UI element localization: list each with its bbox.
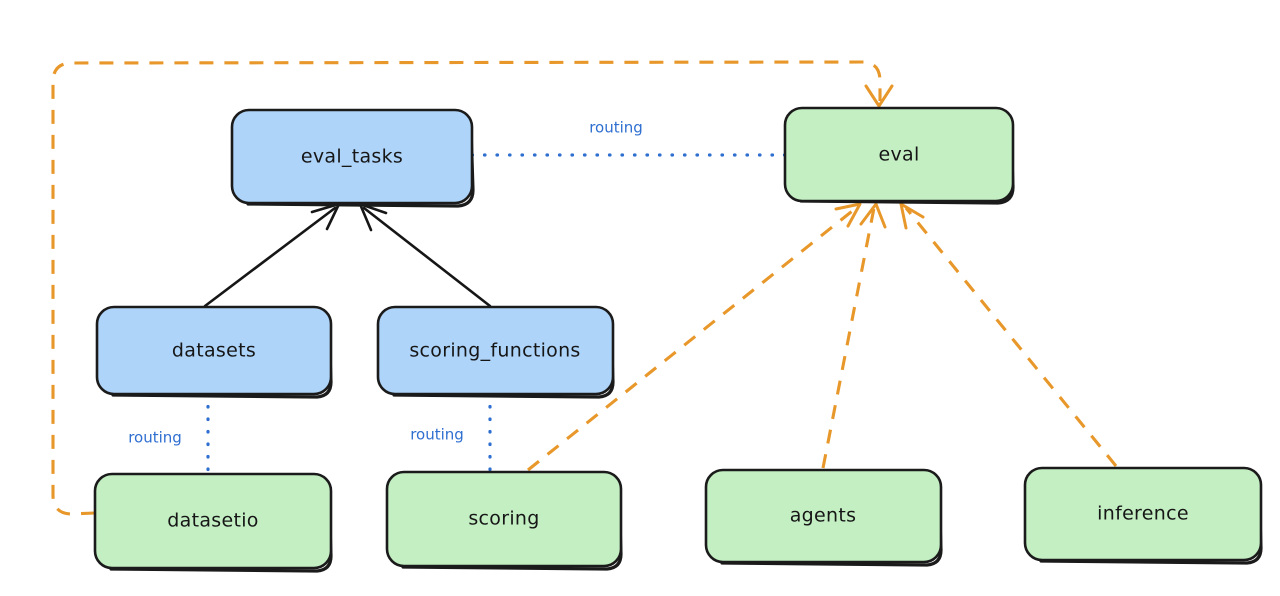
node-inference-label: inference bbox=[1097, 503, 1189, 525]
node-scoring-functions-label: scoring_functions bbox=[409, 340, 580, 362]
node-scoring-label: scoring bbox=[468, 508, 539, 530]
node-datasets-shape bbox=[95, 305, 333, 396]
node-scoring-shape bbox=[385, 470, 623, 568]
edge-datasetio-to-eval bbox=[51, 60, 894, 516]
edge-agents-to-eval bbox=[821, 202, 887, 469]
edge-inference-to-eval bbox=[899, 202, 1118, 467]
node-eval[interactable]: eval bbox=[783, 106, 1015, 205]
node-eval-label: eval bbox=[878, 144, 919, 166]
node-scoring[interactable]: scoring bbox=[385, 470, 623, 571]
node-eval-tasks-shape bbox=[230, 108, 474, 205]
node-scoring-functions-shape bbox=[376, 305, 615, 396]
node-eval-shape bbox=[783, 106, 1015, 203]
node-agents-shape bbox=[704, 468, 943, 564]
edge-datasets-to-eval-tasks bbox=[203, 202, 341, 308]
edge-scoring-to-eval bbox=[527, 202, 862, 472]
node-datasets[interactable]: datasets bbox=[95, 305, 333, 399]
node-datasetio[interactable]: datasetio bbox=[93, 472, 333, 573]
edge-eval-tasks-to-eval-routing: routing bbox=[470, 119, 788, 157]
node-datasetio-shape bbox=[93, 472, 333, 570]
edge-scoring-functions-to-eval-tasks bbox=[358, 202, 492, 308]
edge-label-routing-eval: routing bbox=[589, 119, 643, 137]
edge-label-routing-scoring: routing bbox=[410, 426, 464, 444]
edge-label-routing-datasetio: routing bbox=[128, 429, 182, 447]
node-inference[interactable]: inference bbox=[1023, 466, 1263, 565]
node-datasets-label: datasets bbox=[172, 340, 256, 362]
node-scoring-functions[interactable]: scoring_functions bbox=[376, 305, 615, 399]
node-eval-tasks-label: eval_tasks bbox=[301, 146, 403, 168]
node-agents[interactable]: agents bbox=[704, 468, 943, 567]
edge-datasets-to-datasetio-routing: routing bbox=[128, 392, 210, 478]
node-eval-tasks[interactable]: eval_tasks bbox=[230, 108, 475, 208]
edge-scoring-functions-to-scoring-routing: routing bbox=[410, 392, 492, 476]
node-datasetio-label: datasetio bbox=[167, 510, 258, 532]
node-agents-label: agents bbox=[790, 505, 857, 527]
node-inference-shape bbox=[1023, 466, 1263, 562]
